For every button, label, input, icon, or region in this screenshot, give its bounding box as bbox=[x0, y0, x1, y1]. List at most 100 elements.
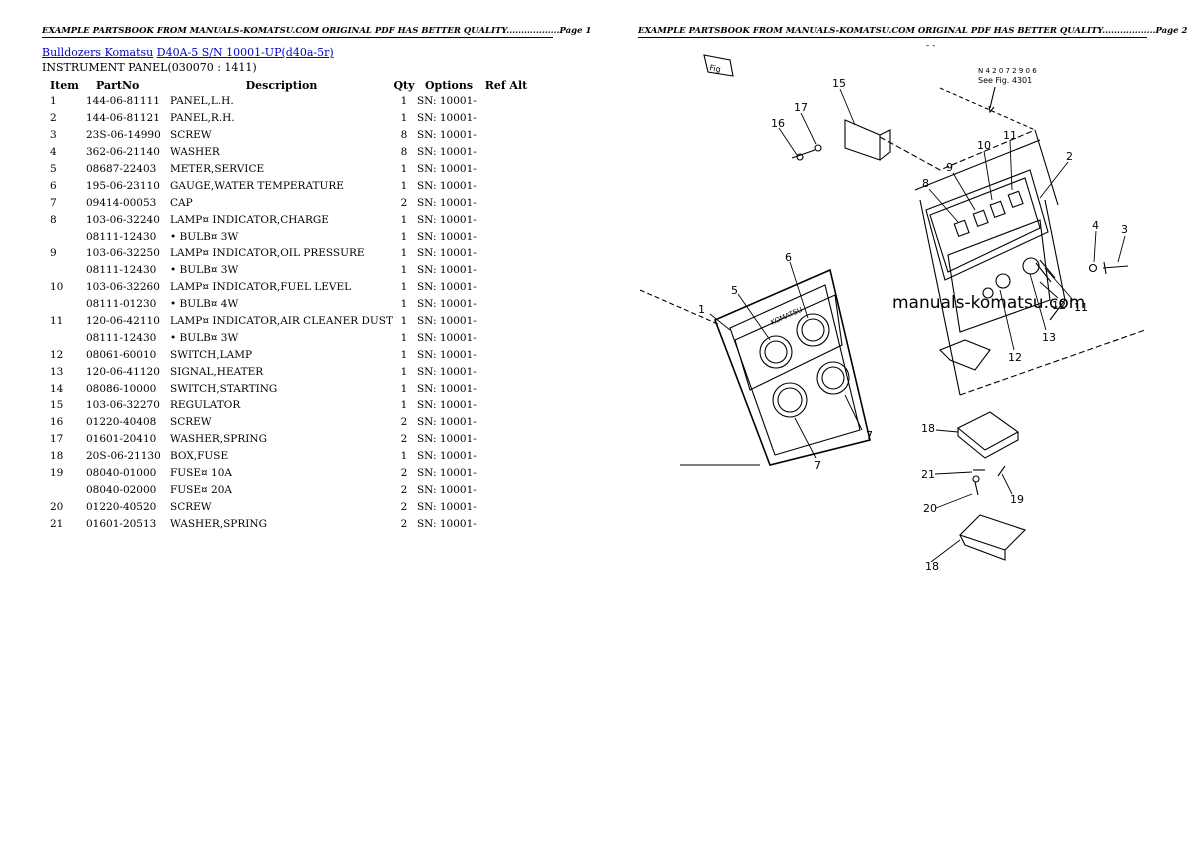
cell-desc: FUSE¤ 10A bbox=[170, 467, 232, 480]
callout-7: 7 bbox=[814, 459, 821, 472]
cell-qty: 2 bbox=[400, 517, 408, 530]
cell-opt: SN: 10001- bbox=[416, 213, 477, 226]
cell-part: 01220-40408 bbox=[86, 416, 157, 429]
cell-opt: SN: 10001- bbox=[416, 281, 477, 294]
cell-part: 08111-01230 bbox=[86, 298, 157, 311]
cell-opt: SN: 10001- bbox=[416, 331, 477, 344]
cell-part: 103-06-32270 bbox=[86, 399, 160, 412]
cell-item: 2 bbox=[50, 112, 57, 125]
cell-desc: • BULB¤ 4W bbox=[170, 298, 239, 311]
cell-item bbox=[42, 329, 86, 346]
cell-opt: SN: 10001- bbox=[416, 416, 477, 429]
cell-qty: 1 bbox=[400, 450, 408, 463]
cell-opt: SN: 10001- bbox=[416, 500, 477, 513]
cell-desc: WASHER bbox=[170, 146, 220, 159]
cell-item: 12 bbox=[50, 348, 64, 361]
cell-opt: SN: 10001- bbox=[416, 95, 477, 108]
cell-opt: SN: 10001- bbox=[416, 382, 477, 395]
cell-part: 08111-12430 bbox=[86, 264, 157, 277]
cell-item: 14 bbox=[50, 382, 64, 395]
parts-table-header: Item PartNo Description Qty Options Ref … bbox=[42, 77, 531, 93]
cell-item: 4 bbox=[50, 146, 57, 159]
cell-opt: SN: 10001- bbox=[416, 348, 477, 361]
fig-badge-label: Fig bbox=[709, 63, 722, 74]
cell-desc: SIGNAL,HEATER bbox=[170, 365, 264, 378]
cell-ref bbox=[481, 127, 531, 144]
callout-12: 12 bbox=[1052, 299, 1066, 312]
col-ref-alt: Ref Alt bbox=[484, 78, 528, 92]
cell-item: 13 bbox=[50, 365, 64, 378]
cell-item: 11 bbox=[50, 315, 64, 328]
header-dash: - - bbox=[926, 41, 935, 51]
cell-ref bbox=[481, 498, 531, 515]
cell-part: 08111-12430 bbox=[86, 331, 157, 344]
callout-11: 11 bbox=[1003, 129, 1017, 142]
cell-item: 19 bbox=[50, 467, 64, 480]
cell-desc: LAMP¤ INDICATOR,OIL PRESSURE bbox=[170, 247, 365, 260]
watermark: manuals-komatsu.com bbox=[892, 293, 1085, 313]
page-header-right: EXAMPLE PARTSBOOK FROM MANUALS-KOMATSU.C… bbox=[638, 26, 1188, 38]
cell-item: 17 bbox=[50, 433, 64, 446]
cell-item: 8 bbox=[50, 213, 57, 226]
cell-desc: SCREW bbox=[170, 129, 212, 142]
callout-16: 16 bbox=[771, 117, 785, 130]
fuse-box-group bbox=[956, 411, 1027, 561]
cell-ref bbox=[481, 481, 531, 498]
cell-desc: LAMP¤ INDICATOR,CHARGE bbox=[170, 213, 329, 226]
callout-20: 20 bbox=[923, 502, 937, 515]
cell-ref bbox=[481, 296, 531, 313]
cell-ref bbox=[481, 313, 531, 330]
cell-qty: 2 bbox=[400, 416, 408, 429]
cell-opt: SN: 10001- bbox=[416, 433, 477, 446]
cell-part: 08086-10000 bbox=[86, 382, 157, 395]
cell-part: 08687-22403 bbox=[86, 163, 157, 175]
cell-qty: 1 bbox=[400, 399, 408, 412]
cell-qty: 1 bbox=[400, 179, 408, 192]
cell-item: 9 bbox=[50, 247, 57, 260]
cell-part: 362-06-21140 bbox=[86, 146, 160, 159]
cell-part: 195-06-23110 bbox=[86, 179, 160, 192]
cell-ref bbox=[481, 515, 531, 532]
exploded-diagram: - - Fig N 4 2 0 7 2 9 0 6 See Fig. 4301 bbox=[639, 41, 1146, 573]
cell-qty: 1 bbox=[400, 213, 408, 226]
breadcrumb-model-link[interactable]: D40A-5 S/N 10001-UP(d40a-5r) bbox=[156, 46, 334, 59]
breadcrumb-category-link[interactable]: Bulldozers Komatsu bbox=[42, 46, 154, 59]
callout-8: 8 bbox=[922, 177, 929, 190]
col-qty: Qty bbox=[393, 78, 415, 92]
cell-opt: SN: 10001- bbox=[416, 247, 477, 260]
callout-4: 4 bbox=[1092, 219, 1099, 232]
switch-cluster bbox=[982, 257, 1129, 299]
callout-18: 18 bbox=[921, 422, 935, 435]
cell-qty: 1 bbox=[400, 348, 408, 361]
cell-opt: SN: 10001- bbox=[416, 264, 477, 277]
cell-opt: SN: 10001- bbox=[416, 298, 477, 311]
cell-ref bbox=[481, 93, 531, 110]
cell-desc: REGULATOR bbox=[170, 399, 241, 412]
cell-qty: 1 bbox=[400, 112, 408, 125]
cell-ref bbox=[481, 414, 531, 431]
callout-10: 10 bbox=[977, 139, 991, 152]
cell-item: 5 bbox=[50, 163, 57, 175]
cell-item: 10 bbox=[50, 281, 64, 294]
breadcrumb: Bulldozers Komatsu D40A-5 S/N 10001-UP(d… bbox=[42, 46, 334, 59]
cell-ref bbox=[481, 397, 531, 414]
cell-desc: METER,SERVICE bbox=[170, 163, 265, 175]
callout-21: 21 bbox=[921, 468, 935, 481]
